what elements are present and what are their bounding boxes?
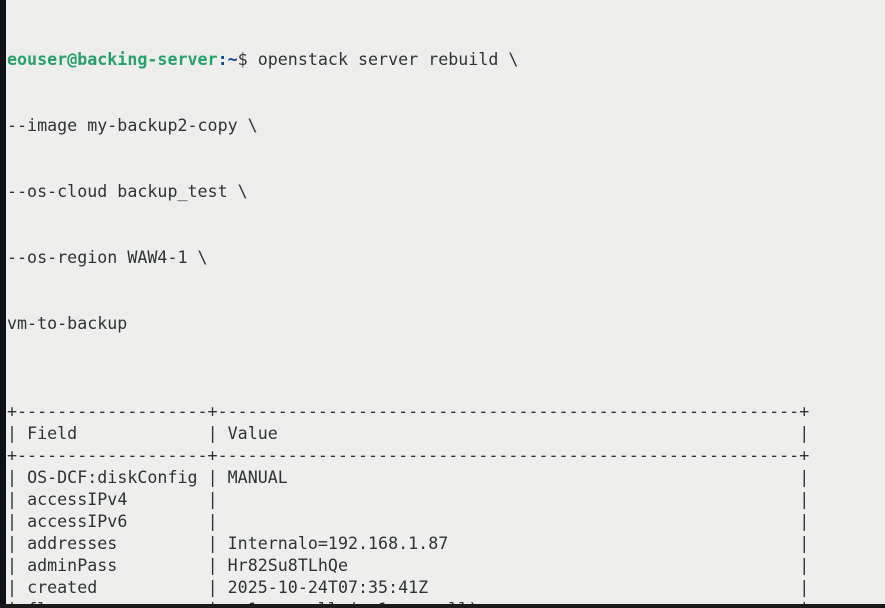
command-line-5: vm-to-backup	[7, 314, 128, 333]
value-cell: 2025-10-24T07:35:41Z	[227, 578, 790, 597]
field-cell: flavor	[27, 600, 197, 604]
command-line-3: --os-cloud backup_test \	[7, 182, 248, 201]
field-cell: accessIPv4	[27, 490, 198, 509]
table-row: | accessIPv6 | |	[7, 512, 810, 531]
command-line-2: --image my-backup2-copy \	[7, 116, 258, 135]
prompt-user-host: eouser@backing-server	[7, 50, 218, 69]
value-cell	[228, 490, 790, 509]
value-cell: Value	[227, 424, 790, 443]
table-header-row: | Field | Value |	[7, 424, 810, 443]
prompt-symbol: $	[237, 50, 258, 69]
value-cell: Hr82Su8TLhQe	[227, 556, 790, 575]
table-row: | accessIPv4 | |	[7, 490, 810, 509]
value-cell: eo1a.xsmall (eo1a.xsmall)	[228, 600, 790, 604]
command-text: openstack server rebuild \	[257, 50, 519, 69]
table-row: | created | 2025-10-24T07:35:41Z |	[7, 578, 810, 597]
table-row: | adminPass | Hr82Su8TLhQe |	[7, 556, 810, 575]
table-row: | flavor | eo1a.xsmall (eo1a.xsmall) |	[7, 599, 809, 604]
table-row: | OS-DCF:diskConfig | MANUAL |	[7, 468, 810, 487]
command-line-1: eouser@backing-server:~$ openstack serve…	[7, 49, 809, 71]
field-cell: OS-DCF:diskConfig	[27, 468, 198, 487]
value-cell: Internalo=192.168.1.87	[227, 534, 790, 553]
value-cell	[228, 512, 790, 531]
field-cell: accessIPv6	[27, 512, 198, 531]
field-cell: Field	[27, 424, 198, 443]
table-border-top: +-------------------+-------------------…	[7, 402, 810, 421]
field-cell: addresses	[27, 534, 198, 553]
field-cell: created	[27, 578, 198, 597]
command-line-4: --os-region WAW4-1 \	[7, 248, 208, 267]
prompt-path: :~	[217, 50, 238, 69]
field-cell: adminPass	[27, 556, 198, 575]
value-cell: MANUAL	[227, 468, 790, 487]
output-table: +-------------------+-------------------…	[7, 401, 809, 604]
terminal-output: eouser@backing-server:~$ openstack serve…	[7, 5, 809, 604]
terminal-window[interactable]: eouser@backing-server:~$ openstack serve…	[6, 0, 885, 604]
table-row: | addresses | Internalo=192.168.1.87 |	[7, 534, 810, 553]
window-bottom-edge	[0, 604, 885, 608]
table-border-header: +-------------------+-------------------…	[7, 446, 810, 465]
